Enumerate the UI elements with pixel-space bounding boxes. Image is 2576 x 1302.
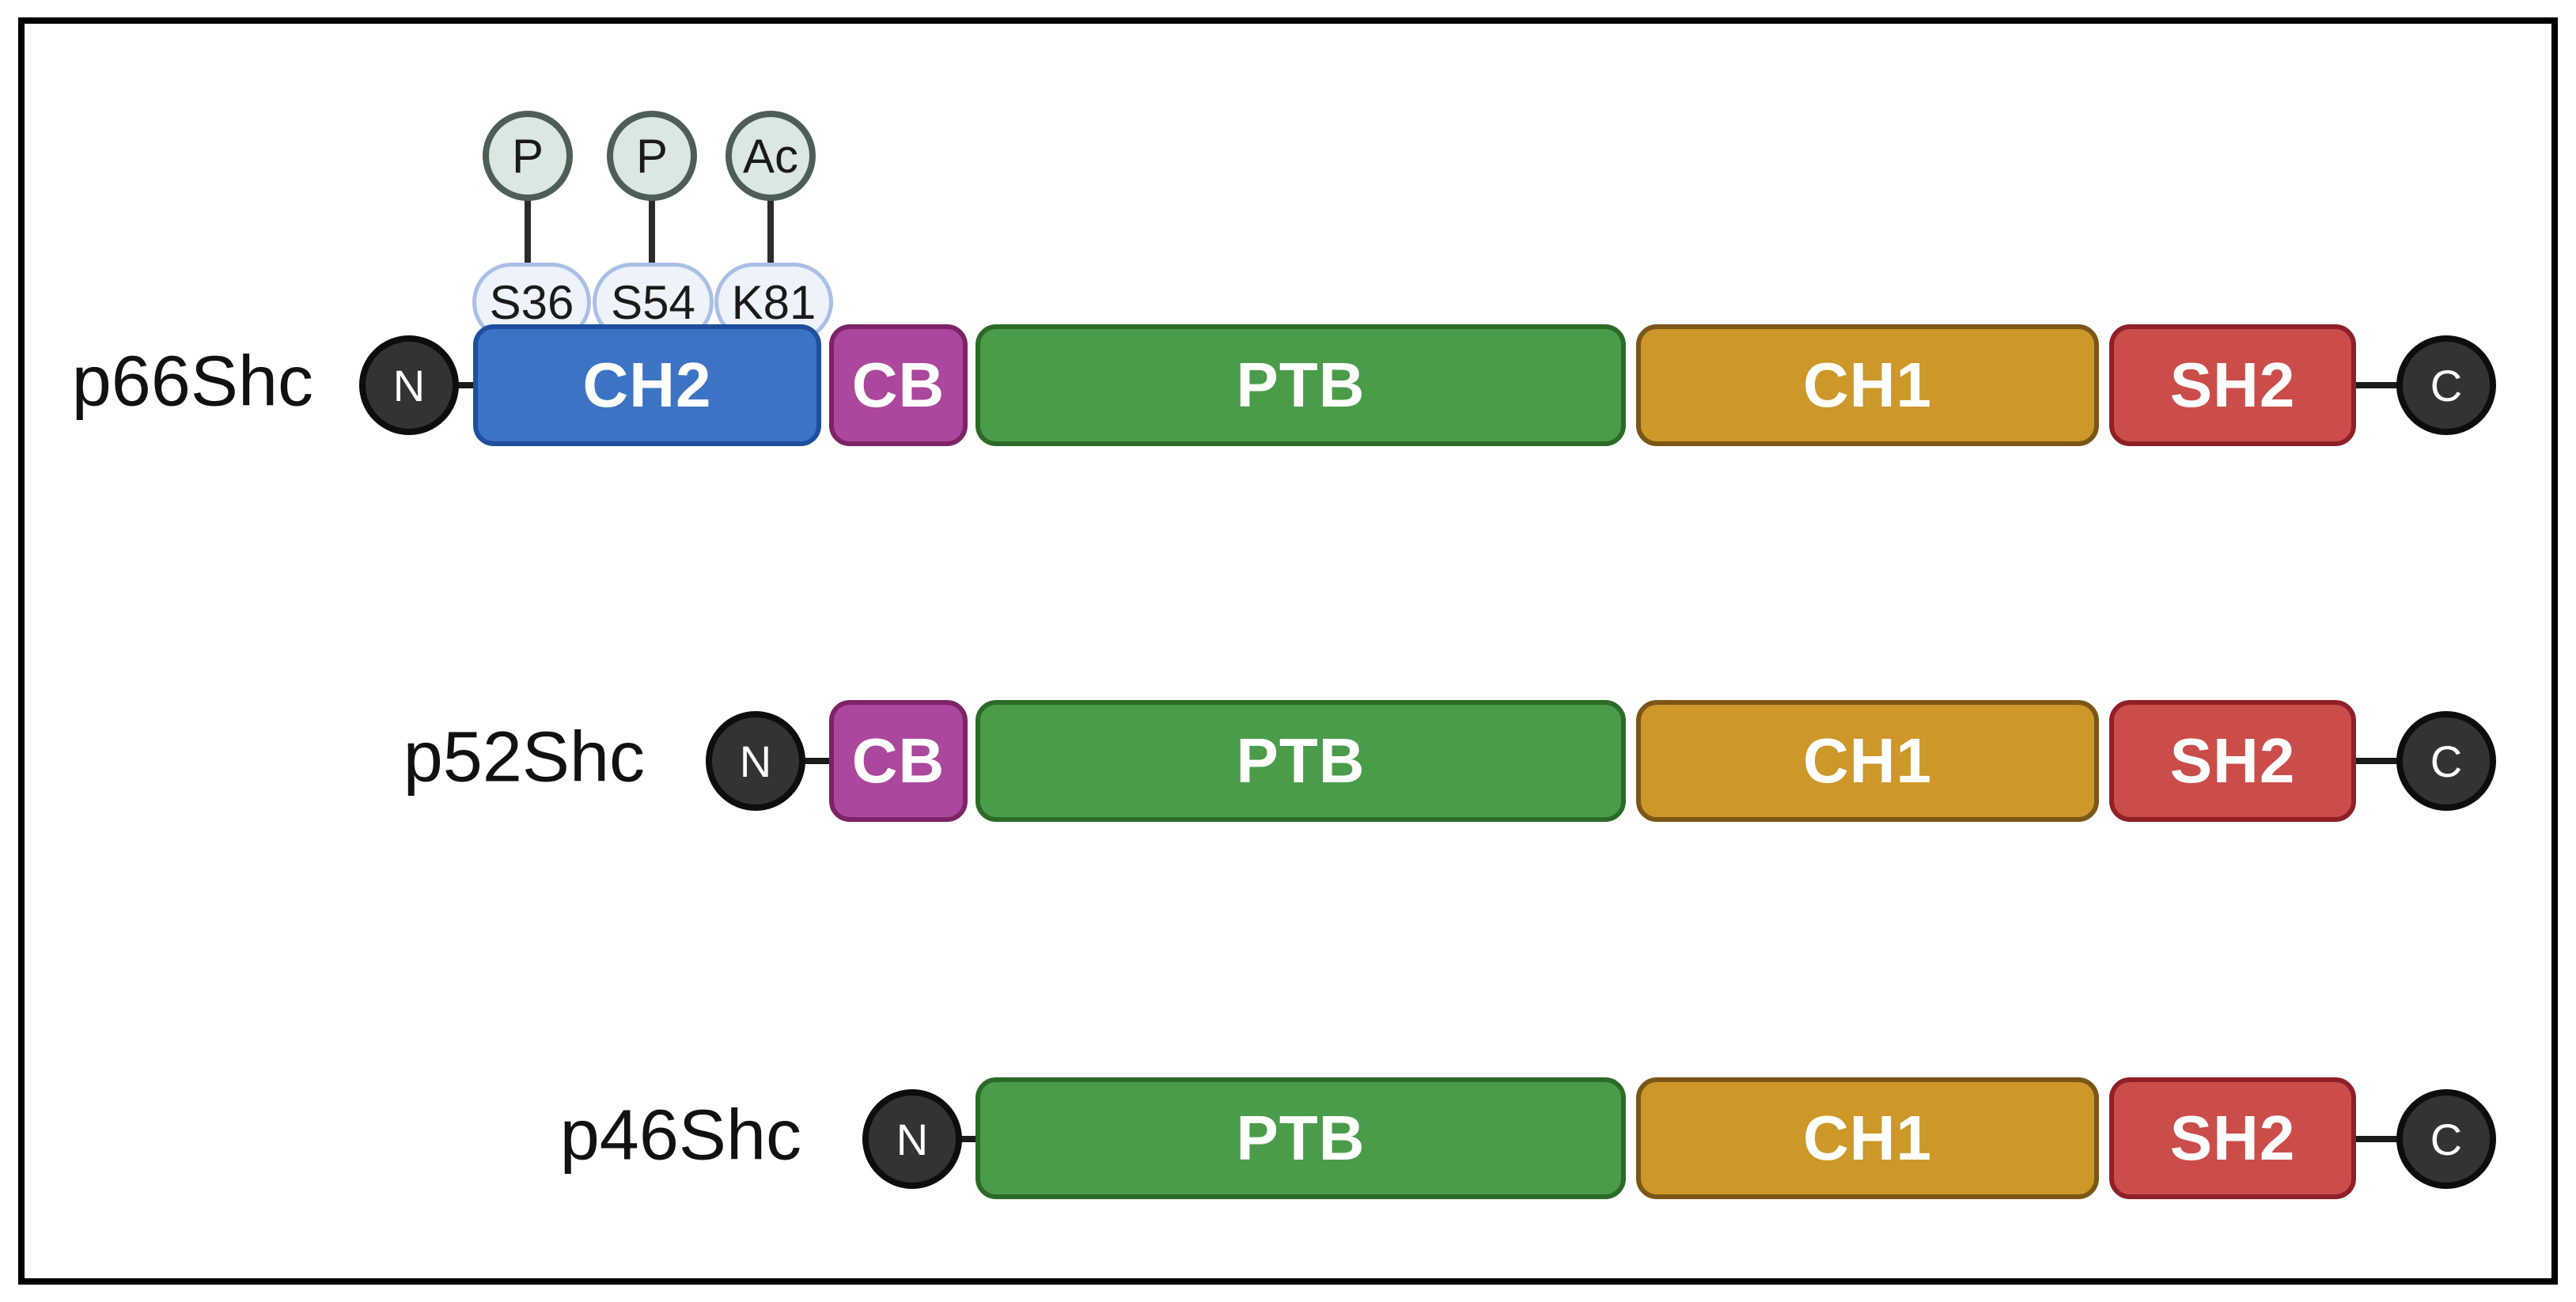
domain-cb-p52: CB	[829, 700, 968, 822]
domain-sh2-p66: SH2	[2109, 324, 2356, 446]
backbone-link	[2338, 382, 2409, 388]
domain-ptb-p52: PTB	[975, 700, 1626, 822]
domain-cb-p66: CB	[829, 324, 968, 446]
domain-ch1-p52: CH1	[1636, 700, 2099, 822]
domain-ptb-p66: PTB	[975, 324, 1626, 446]
isoform-label-p46shc: p46Shc	[559, 1096, 801, 1175]
figure-frame	[18, 17, 2558, 1285]
domain-sh2-p52: SH2	[2109, 700, 2356, 822]
phosphorylation-icon: P	[483, 111, 573, 201]
domain-ptb-p46: PTB	[975, 1077, 1626, 1199]
backbone-link	[2338, 758, 2409, 764]
acetylation-icon: Ac	[725, 111, 816, 201]
c-terminus-badge: C	[2396, 1089, 2496, 1189]
n-terminus-badge: N	[862, 1089, 962, 1189]
ptm-stem-line	[525, 198, 531, 274]
backbone-link	[791, 758, 839, 764]
isoform-label-p66shc: p66Shc	[71, 342, 313, 422]
backbone-link	[949, 1136, 989, 1142]
backbone-link	[447, 382, 487, 388]
domain-sh2-p46: SH2	[2109, 1077, 2356, 1199]
domain-ch1-p46: CH1	[1636, 1077, 2099, 1199]
n-terminus-badge: N	[359, 335, 459, 435]
n-terminus-badge: N	[706, 711, 805, 811]
domain-ch2-p66: CH2	[473, 324, 821, 446]
ptm-stem-line	[767, 198, 774, 274]
c-terminus-badge: C	[2396, 711, 2496, 811]
c-terminus-badge: C	[2396, 335, 2496, 435]
isoform-label-p52shc: p52Shc	[403, 717, 645, 797]
phosphorylation-icon: P	[607, 111, 697, 201]
backbone-link	[2338, 1136, 2409, 1142]
ptm-stem-line	[649, 198, 655, 274]
domain-ch1-p66: CH1	[1636, 324, 2099, 446]
